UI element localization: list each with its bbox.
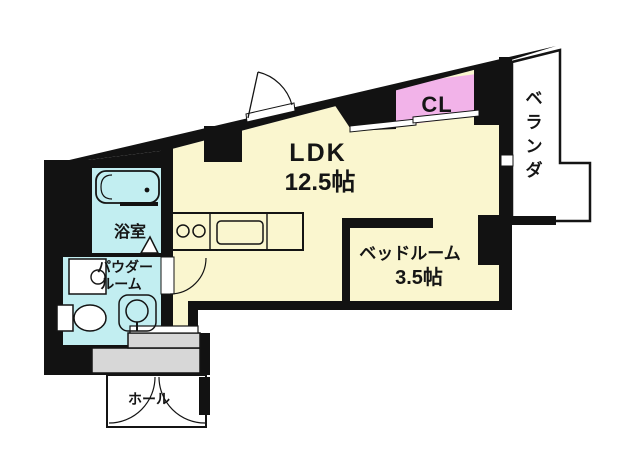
veranda-label-char1: ベ xyxy=(526,89,543,108)
kitchen-counter xyxy=(171,212,304,251)
wall-closet-left-wedge xyxy=(332,84,396,131)
wall-top-diagonal xyxy=(48,46,556,165)
stove-burner-left xyxy=(176,224,190,238)
vanity-sink-bowl xyxy=(90,269,106,285)
bathroom-door-marker xyxy=(139,235,160,254)
entrance-step-upper xyxy=(127,332,201,349)
bathtub-ledge xyxy=(120,202,158,206)
ldk-label: LDK xyxy=(289,139,346,167)
bathroom-label: 浴室 xyxy=(114,222,146,241)
closet-sliding-door-left xyxy=(349,118,417,133)
entrance-threshold xyxy=(129,325,199,334)
veranda-label-char4: ダ xyxy=(526,160,543,180)
wall-right-veranda-side xyxy=(499,57,512,230)
veranda-label-char3: ン xyxy=(526,137,543,156)
vanity-sink xyxy=(68,258,107,295)
toilet-tank xyxy=(56,304,74,332)
wall-bottom-connector xyxy=(188,301,198,334)
hall-door-arc-right xyxy=(158,376,206,424)
kitchen-sink xyxy=(216,220,264,245)
fixtures xyxy=(56,71,480,332)
building-walls xyxy=(44,46,556,375)
closet-sliding-door-right xyxy=(412,109,480,124)
entry-door-arc xyxy=(257,71,293,106)
closet-label: CL xyxy=(421,92,452,117)
wall-bedroom-top xyxy=(342,218,433,228)
veranda-bottom-wall-bar xyxy=(511,216,556,225)
entry-door-leaf xyxy=(247,71,259,119)
pillar-ldk-top xyxy=(204,126,242,162)
wall-left xyxy=(44,160,92,345)
wall-bedroom-left xyxy=(342,218,350,310)
bathtub-drain xyxy=(144,187,150,193)
bedroom-label: ベッドルーム xyxy=(359,244,461,263)
veranda-door-threshold xyxy=(500,154,514,167)
powder-door-opening xyxy=(160,256,175,295)
powder-room-label-line1: パウダー xyxy=(97,259,153,275)
ldk-bedroom-floor xyxy=(168,61,508,334)
pillar-bedroom-top-right xyxy=(478,215,512,265)
entry-door-opening xyxy=(245,102,296,123)
powder-door-arc xyxy=(169,257,207,295)
hall-door-arc-left xyxy=(108,376,156,424)
room-floors xyxy=(63,61,508,345)
toilet-bowl xyxy=(73,304,107,332)
hall-label: ホール xyxy=(128,391,170,407)
veranda: ベ ラ ン ダ xyxy=(500,48,592,225)
entrance-step-lower xyxy=(91,347,201,374)
bedroom-size-label: 3.5帖 xyxy=(395,266,443,289)
hall-right-pillar xyxy=(199,377,210,415)
wall-bedroom-right xyxy=(499,265,512,310)
hall-outline xyxy=(106,374,207,428)
wall-bath-powder-divider xyxy=(92,253,163,257)
veranda-label-char2: ラ xyxy=(526,113,543,132)
stove-burner-right xyxy=(192,224,206,238)
ldk-size-label: 12.5帖 xyxy=(285,169,356,196)
room-labels: LDK 12.5帖 CL ベッドルーム 3.5帖 浴室 パウダー ルーム xyxy=(97,92,461,292)
powder-room-label-line2: ルーム xyxy=(100,276,142,292)
bathtub-inner-line xyxy=(100,174,113,200)
entrance-area: ホール xyxy=(91,325,210,428)
